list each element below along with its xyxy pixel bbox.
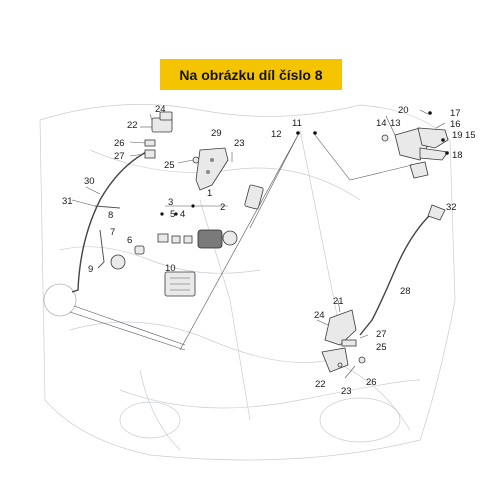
- callout-29: 29: [211, 128, 222, 139]
- callout-9: 9: [88, 264, 93, 275]
- callout-26b: 26: [366, 377, 377, 388]
- callout-27a: 27: [114, 151, 125, 162]
- callout-2: 2: [220, 202, 225, 213]
- cable-28: [359, 214, 431, 336]
- detail-circle: [43, 283, 186, 351]
- callout-32: 32: [446, 202, 457, 213]
- callout-7: 7: [110, 227, 115, 238]
- callout-23b: 23: [341, 386, 352, 397]
- callout-18: 18: [452, 150, 463, 161]
- leader-lines: [71, 109, 446, 379]
- bracket-29: [195, 147, 233, 191]
- lower-lever-assembly: [321, 309, 366, 373]
- sensor-parts: [97, 229, 145, 270]
- lead-lines-11: [179, 131, 413, 351]
- callout-labels: 24 22 26 27 25 29 23 11 12 30 31 1 3 5 4…: [62, 104, 476, 397]
- callout-27b: 27: [376, 329, 387, 340]
- right-lever-assembly: [381, 111, 449, 179]
- callout-28: 28: [400, 286, 411, 297]
- callout-14: 14: [376, 118, 387, 129]
- callout-22b: 22: [315, 379, 326, 390]
- callout-26a: 26: [114, 138, 125, 149]
- callout-20: 20: [398, 105, 409, 116]
- callout-30: 30: [84, 176, 95, 187]
- callout-31: 31: [62, 196, 73, 207]
- part-number-banner: Na obrázku díl číslo 8: [160, 59, 342, 90]
- callout-3: 3: [168, 197, 173, 208]
- callout-12: 12: [271, 129, 282, 140]
- callout-8: 8: [108, 210, 113, 221]
- callout-23a: 23: [234, 138, 245, 149]
- callout-1: 1: [207, 188, 212, 199]
- callout-10: 10: [165, 263, 176, 274]
- callout-24a: 24: [155, 104, 166, 115]
- frame-outline: [39, 104, 456, 461]
- callout-15: 15: [465, 130, 476, 141]
- callout-25a: 25: [164, 160, 175, 171]
- lever-assembly-top-left: [144, 111, 200, 164]
- callout-5: 5: [170, 209, 175, 220]
- cable-30: [71, 149, 151, 293]
- callout-21: 21: [333, 296, 344, 307]
- callout-11: 11: [292, 118, 302, 129]
- module-12: [244, 184, 264, 210]
- callout-22a: 22: [127, 120, 138, 131]
- callout-6: 6: [127, 235, 132, 246]
- callout-25b: 25: [376, 342, 387, 353]
- callout-24b: 24: [314, 310, 325, 321]
- callout-13: 13: [390, 118, 401, 129]
- switch-assembly: [157, 204, 238, 249]
- callout-19: 19: [452, 130, 463, 141]
- callout-4: 4: [180, 209, 185, 220]
- control-unit-10: [164, 271, 196, 297]
- callout-16: 16: [450, 119, 461, 130]
- callout-17: 17: [450, 108, 461, 119]
